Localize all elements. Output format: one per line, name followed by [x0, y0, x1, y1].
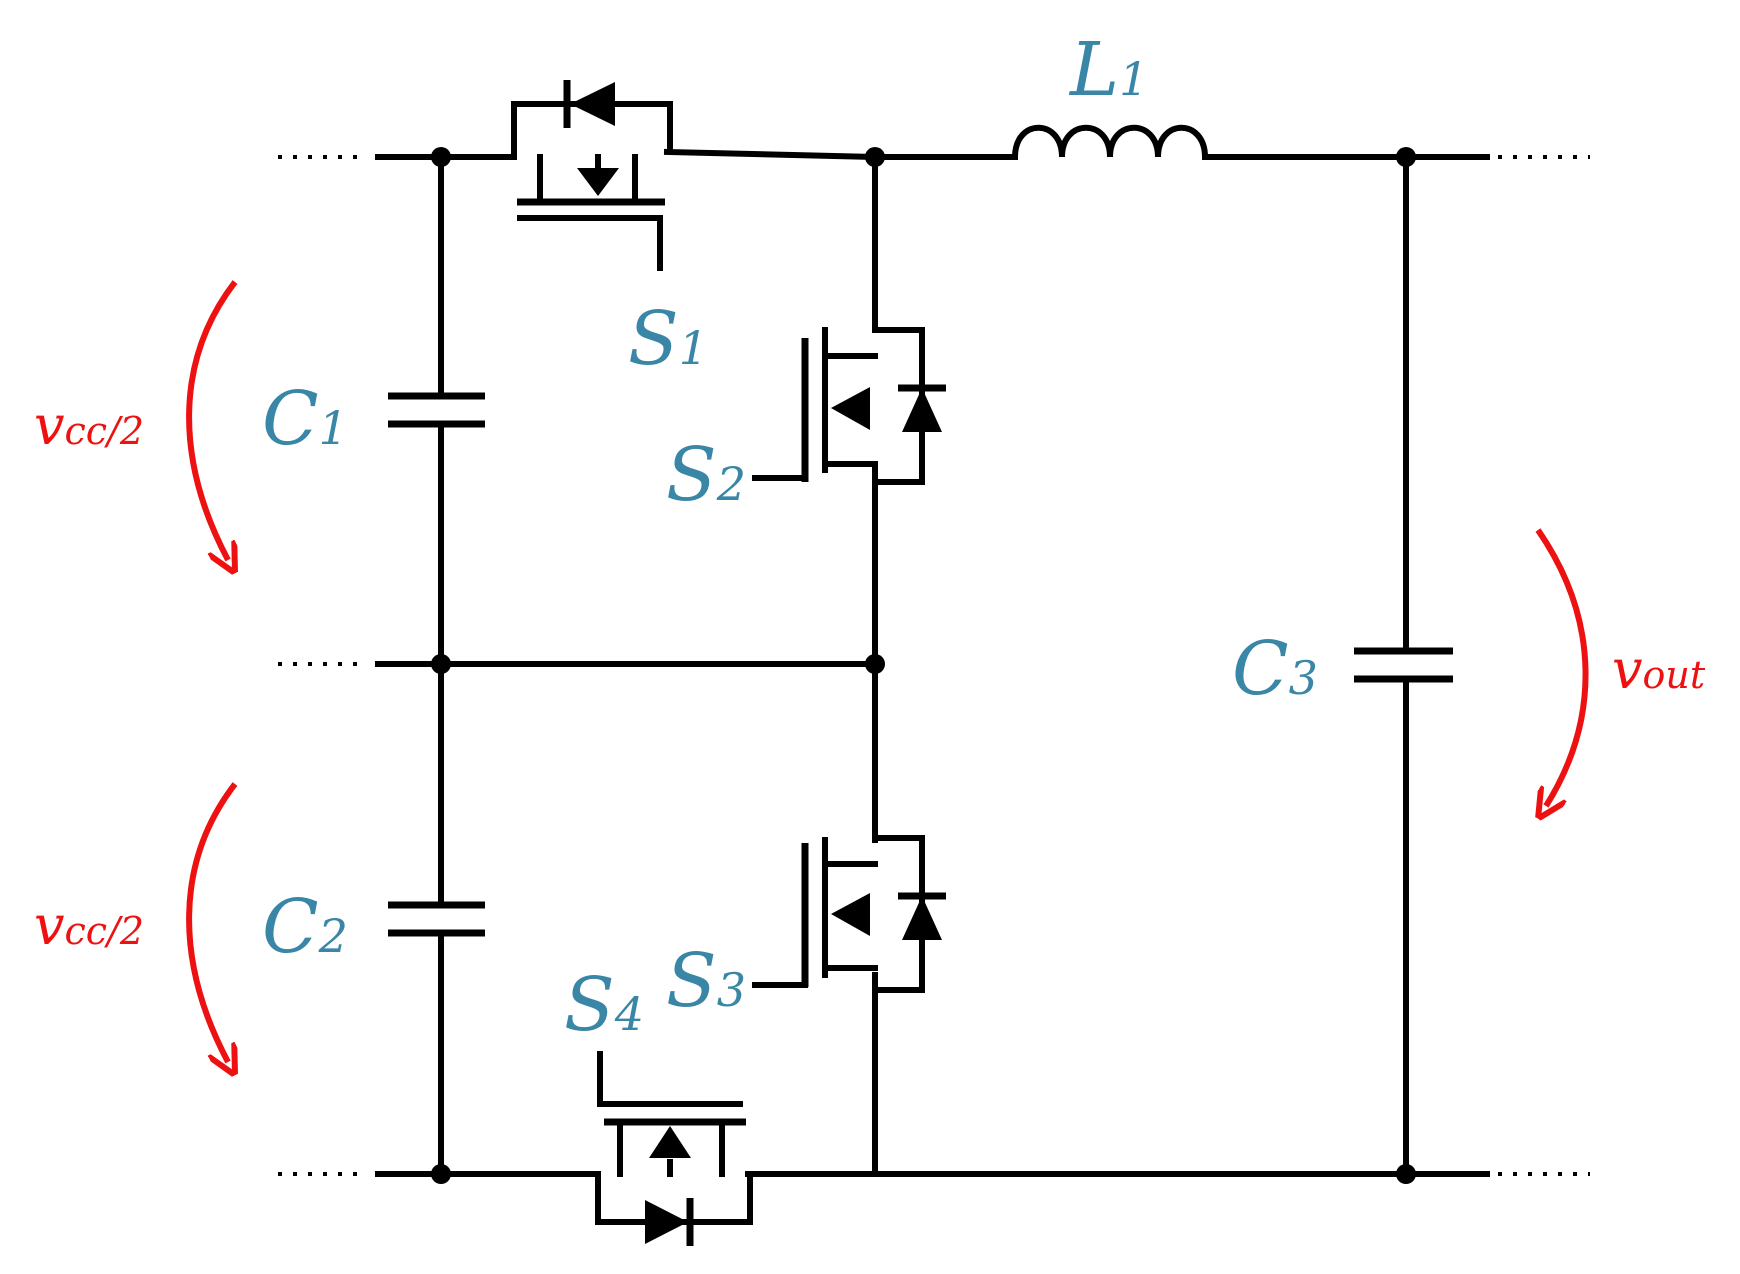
wires: [375, 148, 1490, 1177]
label-s3: S3: [666, 938, 746, 1024]
voltage-label-upper: vcc/2: [34, 394, 144, 457]
voltage-label-lower: vcc/2: [34, 894, 144, 957]
continuation-dots: [278, 155, 1590, 1176]
label-c3: C3: [1232, 626, 1318, 712]
label-s2: S2: [666, 432, 746, 518]
capacitor-c1: [388, 392, 485, 428]
capacitor-c3: [1354, 647, 1453, 683]
switch-s1: [511, 80, 673, 271]
junction-dots: [431, 147, 1416, 1184]
switch-s3: [752, 835, 946, 993]
label-s4: S4: [564, 962, 644, 1048]
arrow-vcc-upper: [186, 280, 235, 560]
inductor-l1: [1011, 124, 1209, 161]
voltage-label-output: vout: [1612, 638, 1706, 701]
label-c1: C1: [262, 376, 348, 462]
switch-s4: [595, 1051, 753, 1246]
label-s1: S1: [628, 296, 708, 382]
label-c2: C2: [262, 884, 348, 970]
arrow-vout: [1538, 528, 1589, 806]
voltage-arrows: [186, 280, 1589, 1062]
arrow-vcc-lower: [186, 782, 235, 1062]
capacitor-c2: [388, 901, 485, 937]
switch-s2: [752, 327, 946, 485]
label-l1: L1: [1068, 27, 1148, 113]
